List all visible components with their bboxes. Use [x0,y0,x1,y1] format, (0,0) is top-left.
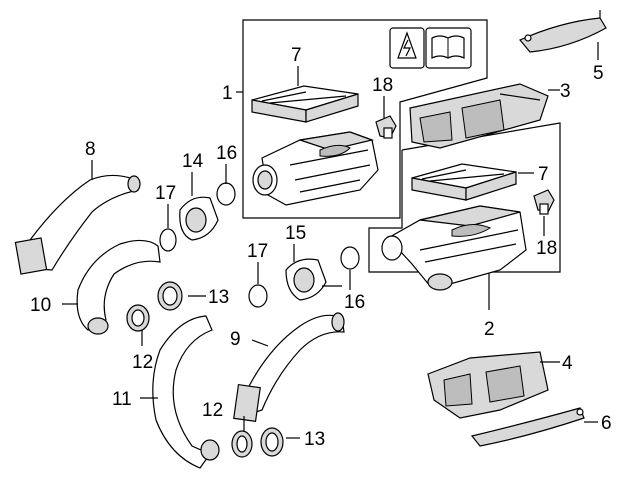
engine-cover-5 [519,10,607,53]
callout-13-a: 13 [208,287,229,308]
callout-17-a: 17 [155,183,176,204]
assembly-2-box [368,122,561,310]
mass-air-flow-sensor-top [375,115,397,139]
callout-9: 9 [230,329,241,350]
callout-11: 11 [112,389,132,410]
callout-16-a: 16 [216,143,237,164]
coupler-12b [231,430,253,458]
coupler-13b [260,427,284,457]
air-filter-element-top [251,85,359,123]
callout-18-a: 18 [372,75,393,96]
callout-1: 1 [222,83,233,104]
air-duct-11 [152,315,220,469]
warning-icon [389,27,425,69]
callout-12-b: 12 [202,400,223,421]
callout-3: 3 [560,81,571,102]
callout-18-b: 18 [536,238,557,259]
air-filter-element-lower [411,163,517,201]
clamp-17a [159,228,177,252]
callout-12-a: 12 [132,352,153,373]
bracket-6 [470,407,585,447]
callout-15: 15 [285,223,306,244]
resonator-15 [285,258,342,301]
resonator-14 [179,196,219,241]
coupler-12a [126,304,150,332]
callout-5: 5 [593,63,604,84]
callout-7-lower: 7 [538,164,549,185]
air-duct-8 [14,174,141,275]
air-duct-9 [233,312,345,423]
air-cleaner-assembly-top [252,131,379,206]
manual-icon [425,27,472,69]
clamp-16a [216,182,236,206]
callout-8: 8 [85,139,96,160]
callout-7-top: 7 [291,45,302,66]
callout-labels: 1 2 3 4 5 6 7 7 8 9 10 11 12 12 13 13 14… [30,45,612,450]
callout-10: 10 [30,295,51,316]
callout-16-b: 16 [344,292,365,313]
mass-air-flow-sensor-lower [533,189,555,215]
assembly-1-box [236,19,488,219]
coupler-13a [157,281,183,311]
callout-14: 14 [182,151,204,172]
intake-duct-3 [409,83,549,149]
air-cleaner-assembly-lower [381,205,527,291]
air-duct-10 [76,239,161,335]
callout-13-b: 13 [304,429,325,450]
clamp-16b [340,246,360,270]
callout-6: 6 [601,413,612,434]
leader-lines [62,42,599,439]
callout-4: 4 [562,353,573,374]
intake-duct-4 [427,351,549,419]
callout-2: 2 [484,319,495,340]
clamp-17b [248,284,268,308]
callout-17-b: 17 [247,241,268,262]
